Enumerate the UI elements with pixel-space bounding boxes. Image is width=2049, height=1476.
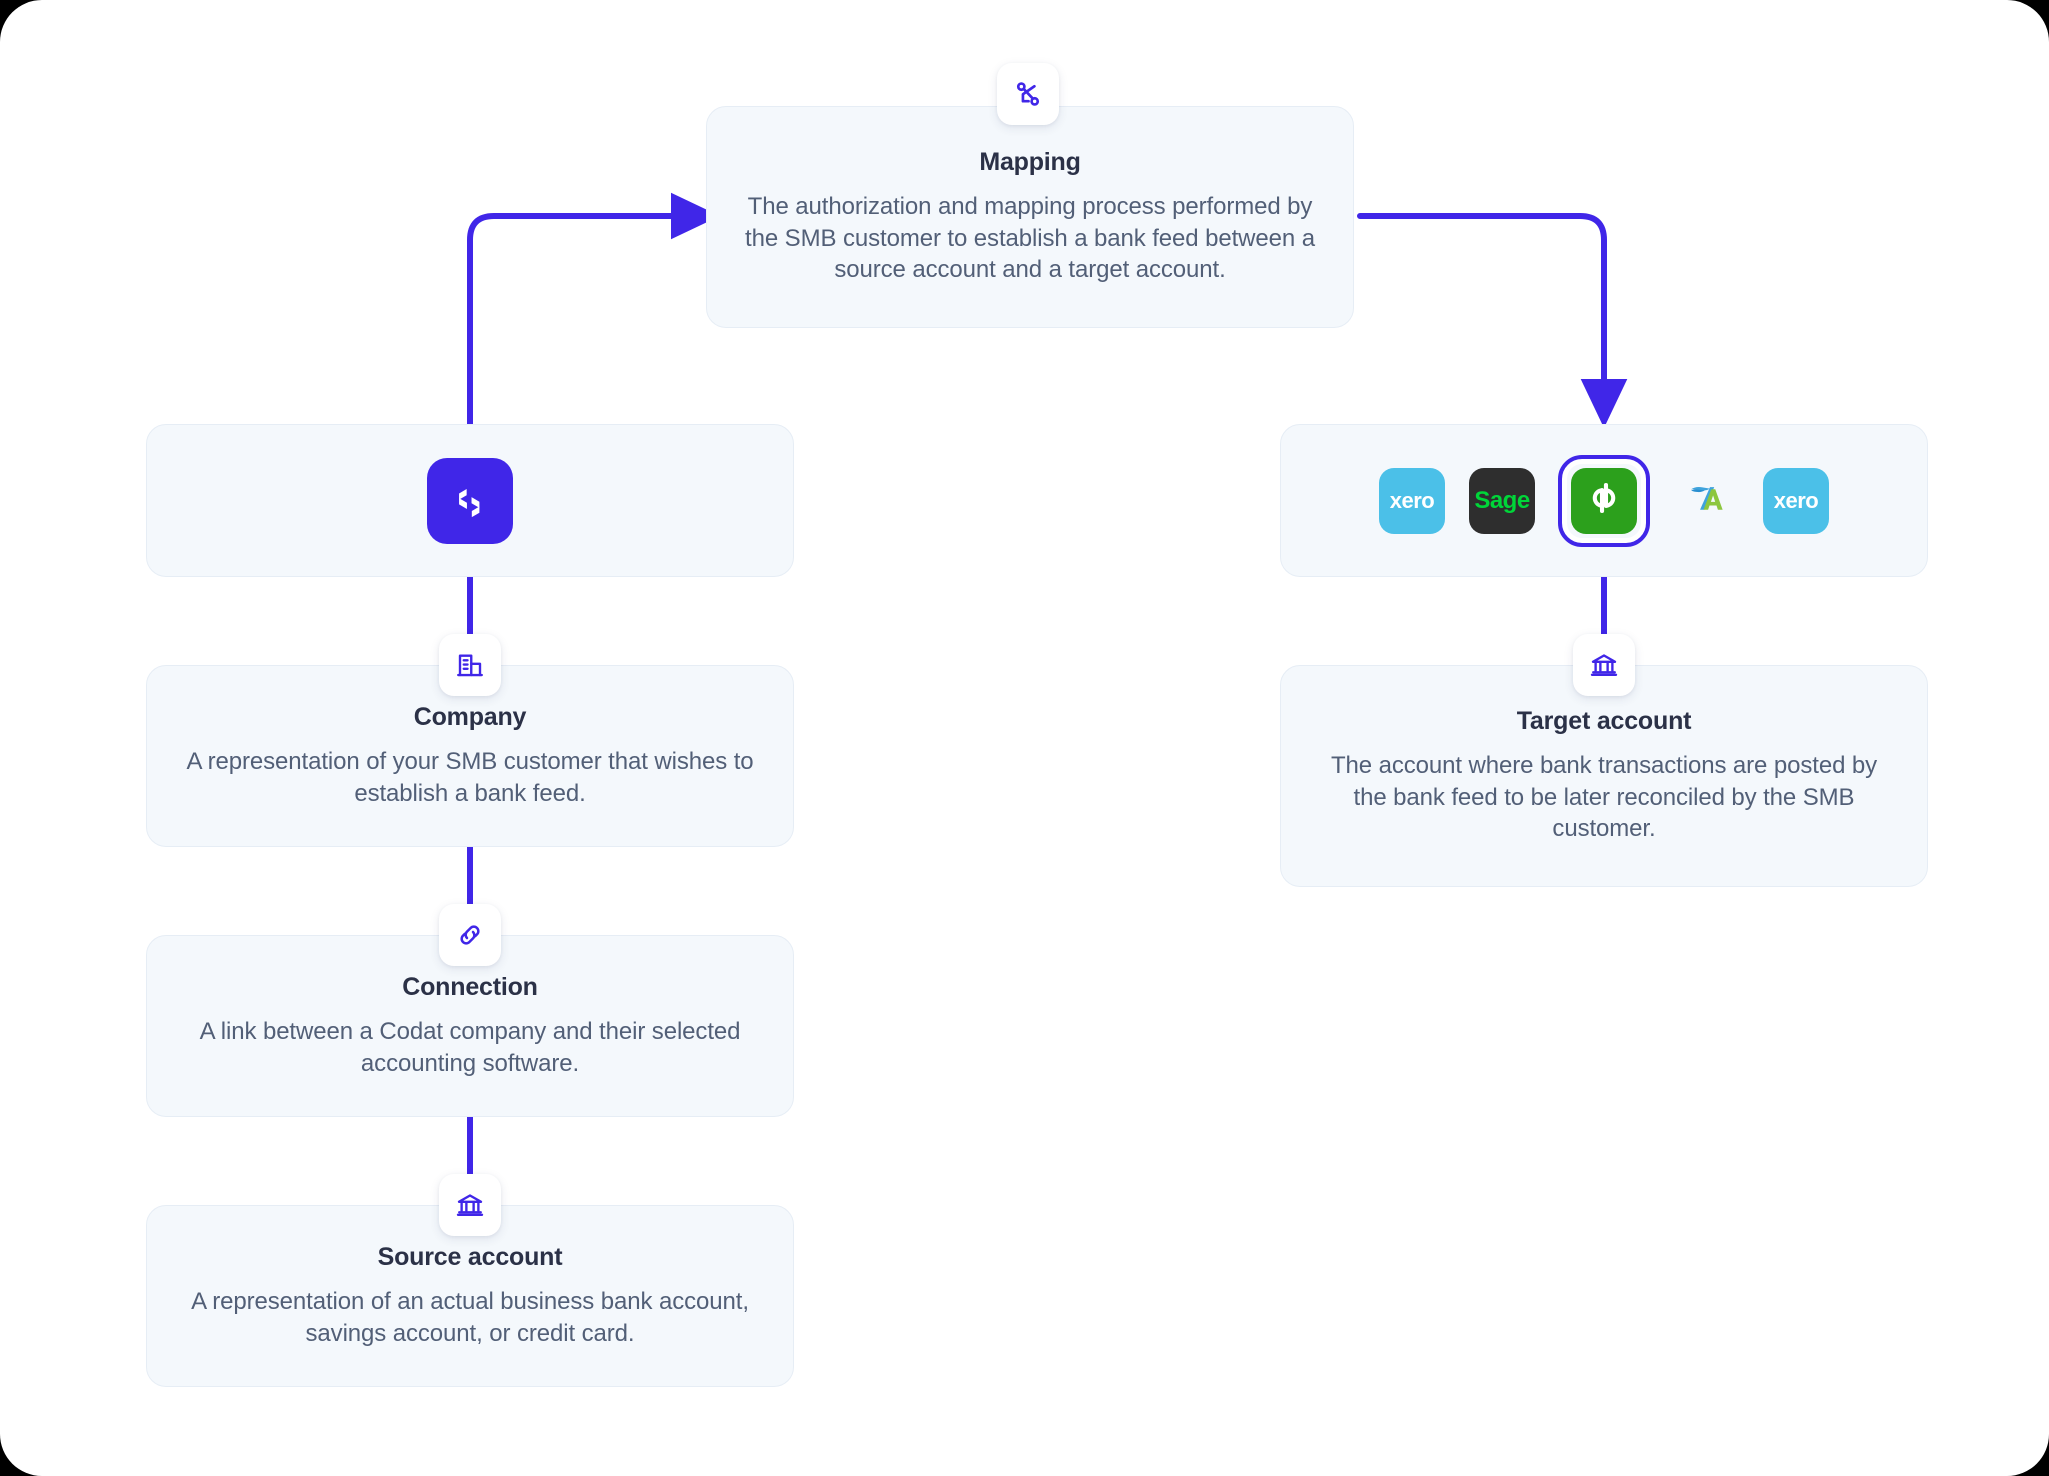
node-codat bbox=[146, 424, 794, 577]
target-account-title: Target account bbox=[1516, 706, 1692, 735]
logo-sage[interactable]: Sage bbox=[1469, 467, 1535, 534]
building-icon bbox=[455, 650, 485, 680]
connector-mapping-to-apps bbox=[1357, 213, 1628, 429]
source-account-icon-chip bbox=[439, 1174, 501, 1236]
selected-ring-indicator bbox=[1558, 454, 1650, 547]
mapping-icon-chip bbox=[997, 63, 1059, 125]
logo-quickbooks-wrapper bbox=[1558, 454, 1650, 547]
node-target-account: Target account The account where bank tr… bbox=[1280, 665, 1928, 887]
company-description: A representation of your SMB customer th… bbox=[186, 747, 754, 807]
connector-codat-to-mapping bbox=[467, 192, 721, 427]
sage-wordmark: Sage bbox=[1474, 486, 1530, 514]
target-account-description: The account where bank transactions are … bbox=[1330, 751, 1878, 843]
codat-logo-icon bbox=[427, 457, 513, 544]
node-accounting-software: xero Sage bbox=[1280, 424, 1928, 577]
mapping-title: Mapping bbox=[979, 147, 1081, 176]
logo-freeagent[interactable] bbox=[1673, 467, 1739, 534]
company-title: Company bbox=[413, 702, 527, 731]
bank-icon bbox=[455, 1190, 485, 1220]
logo-xero-2[interactable]: xero bbox=[1763, 467, 1829, 534]
target-account-icon-chip bbox=[1573, 634, 1635, 696]
source-account-title: Source account bbox=[377, 1242, 563, 1271]
source-account-description: A representation of an actual business b… bbox=[191, 1287, 749, 1347]
connection-title: Connection bbox=[402, 972, 538, 1001]
link-icon bbox=[455, 920, 485, 950]
connection-icon-chip bbox=[439, 904, 501, 966]
mapping-shuffle-icon bbox=[1012, 78, 1044, 110]
xero-wordmark: xero bbox=[1389, 487, 1435, 513]
bank-icon bbox=[1589, 650, 1619, 680]
connection-description: A link between a Codat company and their… bbox=[199, 1017, 741, 1077]
mapping-description: The authorization and mapping process pe… bbox=[745, 192, 1315, 284]
xero-wordmark-2: xero bbox=[1773, 487, 1819, 513]
logo-xero-1[interactable]: xero bbox=[1379, 467, 1445, 534]
freeagent-glyph bbox=[1685, 477, 1727, 524]
quickbooks-qb-glyph bbox=[1582, 476, 1626, 525]
company-icon-chip bbox=[439, 634, 501, 696]
node-mapping: Mapping The authorization and mapping pr… bbox=[706, 106, 1354, 328]
accounting-software-logo-row: xero Sage bbox=[1379, 454, 1829, 547]
